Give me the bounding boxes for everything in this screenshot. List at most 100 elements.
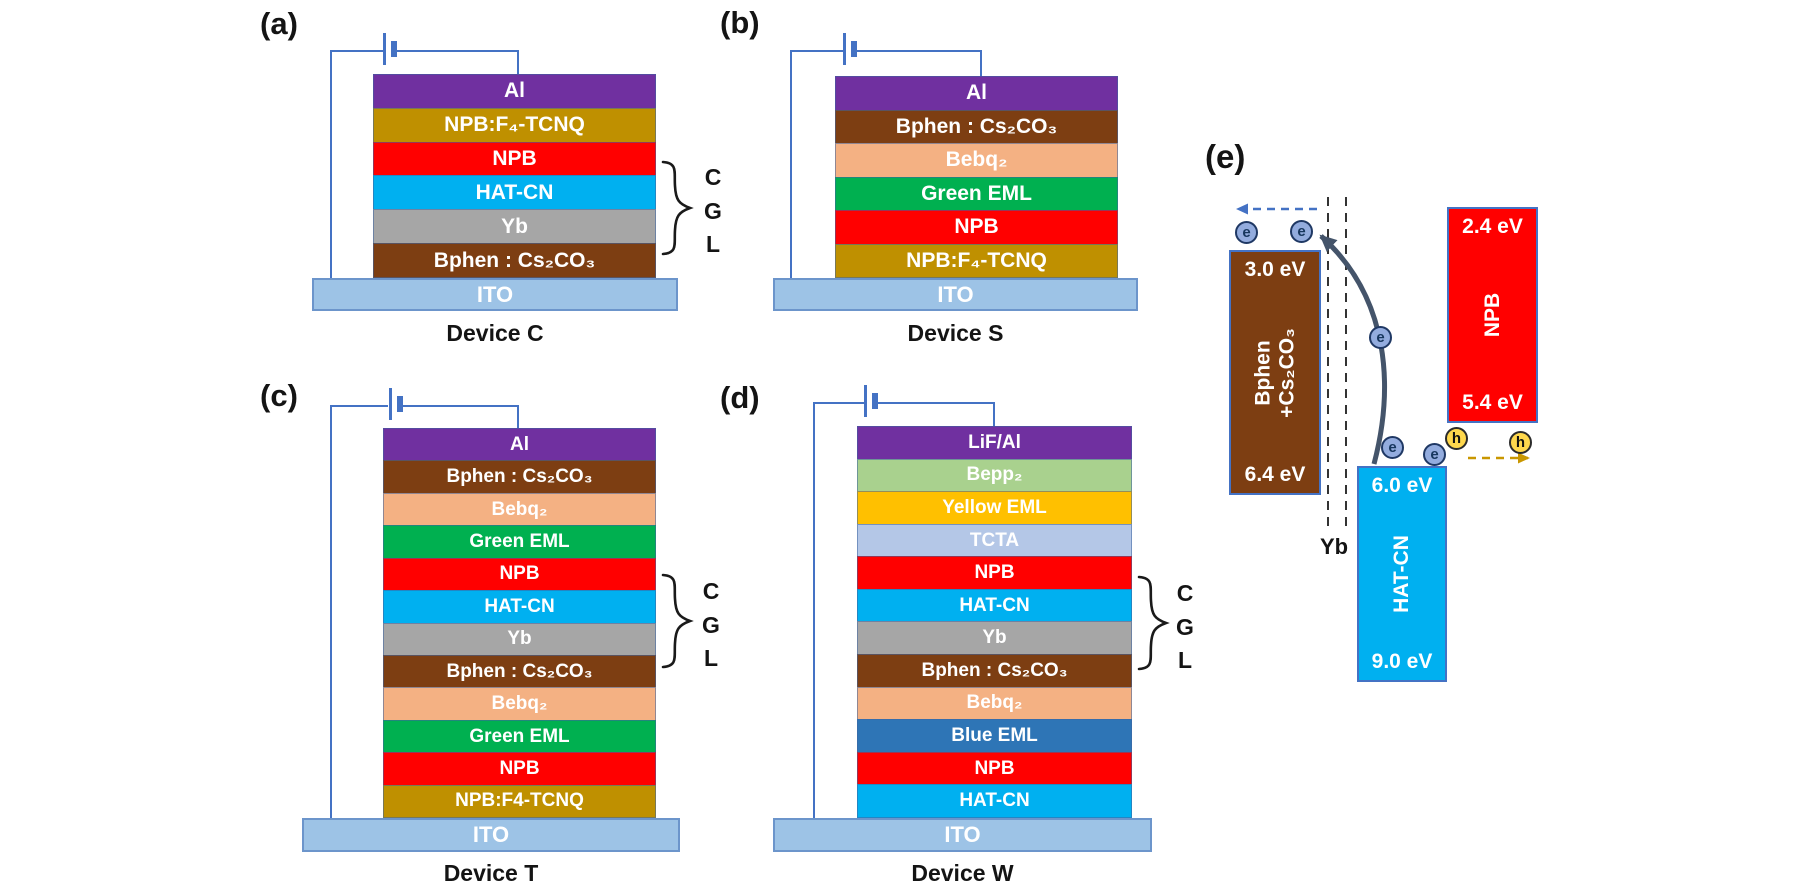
device-layer: Yb	[857, 621, 1132, 656]
wire	[396, 50, 517, 52]
device-layer: NPB:F4-TCNQ	[383, 784, 656, 819]
device-layer: Al	[835, 76, 1118, 111]
device-layer: Yb	[373, 209, 656, 245]
cgl-letter-l: L	[1177, 647, 1193, 673]
cgl-brace	[661, 160, 694, 256]
wire	[813, 402, 864, 404]
cgl-letter-l: L	[703, 645, 719, 671]
layer-label: HAT-CN	[959, 594, 1030, 616]
cgl-letter-c: C	[704, 164, 722, 190]
lumo-level: 3.0 eV	[1244, 258, 1306, 281]
device-layer: NPB	[373, 141, 656, 177]
layer-label: Bphen : Cs₂CO₃	[433, 248, 596, 272]
wire	[330, 405, 388, 407]
device-layer: Green EML	[835, 176, 1118, 211]
device-layer: Bphen : Cs₂CO₃	[383, 654, 656, 689]
device-name: Device S	[907, 320, 1004, 346]
layer-label: HAT-CN	[484, 595, 555, 617]
layer-label: LiF/Al	[968, 431, 1021, 453]
panel-c-label: (c)	[260, 378, 298, 413]
wire	[857, 50, 980, 52]
cgl-letter-g: G	[702, 611, 720, 638]
device-layer: NPB	[835, 210, 1118, 245]
panel-e-label: (e)	[1205, 138, 1246, 175]
battery-icon	[864, 385, 867, 417]
layer-label: Yb	[501, 214, 528, 238]
ito-substrate: ITO	[312, 278, 678, 311]
battery-icon	[872, 393, 878, 409]
ito-substrate: ITO	[773, 818, 1152, 852]
device-layer: HAT-CN	[857, 588, 1132, 623]
device-layer: TCTA	[857, 523, 1132, 558]
cgl-letter-c: C	[702, 578, 720, 604]
device-layer: Bphen : Cs₂CO₃	[857, 654, 1132, 688]
layer-label: Yb	[507, 628, 532, 650]
layer-label: Bepp₂	[966, 464, 1023, 486]
electron-icon: e	[1290, 220, 1313, 243]
device-layer: Bebq₂	[383, 687, 656, 721]
battery-icon	[383, 33, 386, 65]
layer-label: Bebq₂	[491, 693, 548, 715]
ito-label: ITO	[472, 822, 510, 847]
wire	[876, 402, 993, 404]
device-layer: Blue EML	[857, 719, 1132, 753]
ito-label: ITO	[937, 281, 974, 307]
device-layer: Bphen : Cs₂CO₃	[835, 109, 1118, 144]
layer-label: Bphen : Cs₂CO₃	[446, 660, 593, 682]
layer-label: NPB	[499, 757, 540, 779]
battery-icon	[389, 388, 392, 420]
layer-label: Al	[966, 81, 987, 105]
device-layer: Bebq₂	[835, 143, 1118, 178]
wire	[993, 402, 995, 427]
cgl-brace	[661, 573, 694, 669]
wire	[402, 405, 517, 407]
electron-icon: e	[1381, 436, 1404, 459]
layer-label: NPB	[974, 562, 1015, 584]
layer-label: NPB	[954, 215, 999, 239]
ito-substrate: ITO	[773, 278, 1138, 311]
layer-label: Bebq₂	[491, 498, 548, 520]
hole-icon: h	[1509, 431, 1532, 454]
electron-extraction-arrow	[1319, 234, 1387, 465]
layer-label: HAT-CN	[959, 790, 1030, 812]
yb-interlayer-label: Yb	[1319, 534, 1349, 559]
device-layer: NPB	[857, 556, 1132, 590]
battery-icon	[391, 41, 397, 57]
energy-box-bphen-cs2co3: 3.0 eV Bphen +Cs₂CO₃ 6.4 eV	[1229, 250, 1321, 495]
device-layer: Green EML	[383, 525, 656, 559]
device-layer: NPB:F₄-TCNQ	[835, 243, 1118, 278]
cgl-letter-g: G	[1176, 613, 1194, 640]
layer-label: NPB	[974, 757, 1015, 779]
cgl-letters: C G L	[698, 578, 724, 672]
energy-box-npb: 2.4 eV NPB 5.4 eV	[1447, 207, 1538, 423]
wire	[330, 50, 384, 52]
layer-label: Bphen : Cs₂CO₃	[895, 114, 1058, 138]
layer-label: Blue EML	[951, 724, 1038, 746]
device-layer: Al	[383, 428, 656, 462]
layer-label: NPB:F4-TCNQ	[455, 790, 584, 812]
device-name: Device C	[446, 320, 544, 346]
layer-label: Green EML	[469, 725, 570, 747]
cgl-letter-l: L	[705, 231, 721, 257]
wire	[980, 50, 982, 77]
panel-b-label: (b)	[720, 5, 760, 40]
wire	[790, 50, 843, 52]
device-layer: Green EML	[383, 719, 656, 754]
device-layer: Bphen : Cs₂CO₃	[383, 460, 656, 494]
device-layer: Bphen : Cs₂CO₃	[373, 243, 656, 278]
lumo-level: 6.0 eV	[1371, 474, 1433, 497]
device-layer: Bebq₂	[857, 686, 1132, 721]
electron-icon: e	[1423, 443, 1446, 466]
layer-label: Al	[510, 433, 529, 455]
electron-icon: e	[1369, 326, 1392, 349]
panel-d-label: (d)	[720, 380, 760, 415]
ito-label: ITO	[944, 822, 981, 847]
device-layer: Bepp₂	[857, 458, 1132, 493]
device-name: Device W	[911, 860, 1014, 886]
layer-label: Green EML	[469, 530, 570, 552]
layer-label: Bebq₂	[945, 148, 1008, 172]
